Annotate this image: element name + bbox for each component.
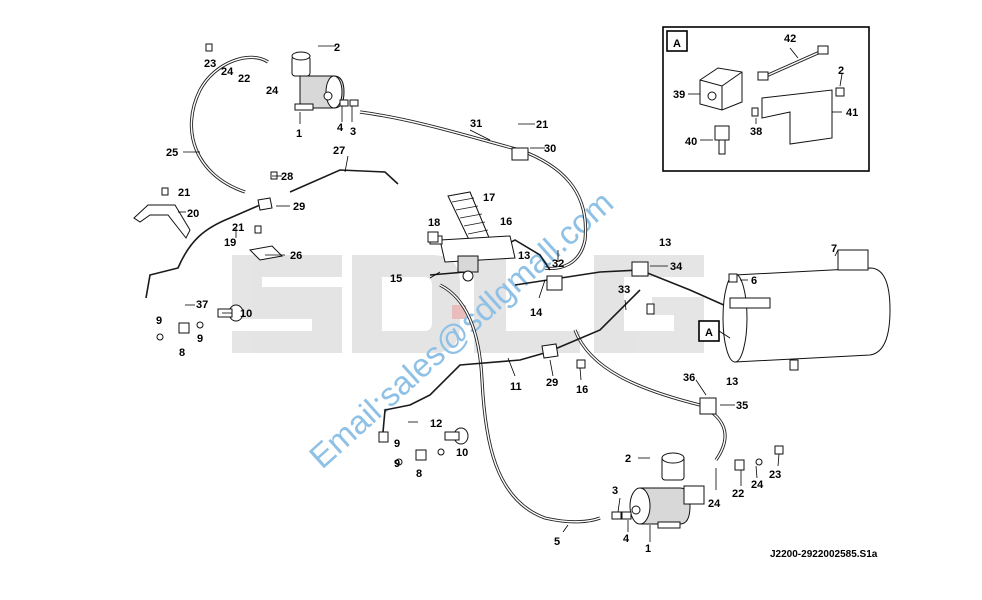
callout-number: 16 (500, 216, 512, 228)
callout-number: 21 (232, 222, 244, 234)
callout-number: 21 (178, 187, 190, 199)
air-tank (722, 249, 891, 371)
callout-number: 37 (196, 299, 208, 311)
leader-lines (178, 45, 839, 542)
callout-number: 5 (554, 536, 560, 548)
callout-number: 6 (751, 275, 757, 287)
callout-number: 3 (350, 126, 356, 138)
hose-lines (189, 55, 727, 524)
callout-number: 27 (333, 145, 345, 157)
callout-number: 8 (179, 347, 185, 359)
callout-number: 16 (576, 384, 588, 396)
callout-number: 11 (510, 381, 522, 393)
callout-number: 12 (430, 418, 442, 430)
callout-number: 18 (428, 217, 440, 229)
callout-number: 23 (769, 469, 781, 481)
callout-number: 9 (197, 333, 203, 345)
callout-number: 29 (293, 201, 305, 213)
callout-number: 19 (224, 237, 236, 249)
callout-number: 41 (846, 107, 858, 119)
callout-number: 34 (670, 261, 683, 273)
brake-chamber-bottom (611, 452, 705, 529)
callout-number: 24 (708, 498, 721, 510)
callout-number: 24 (266, 85, 279, 97)
callout-number: 21 (536, 119, 548, 131)
callout-number: 32 (552, 258, 564, 270)
callout-number: 13 (659, 237, 671, 249)
callout-number: 39 (673, 89, 685, 101)
callout-number: 26 (290, 250, 302, 262)
callout-number: 38 (750, 126, 762, 138)
callout-number: A (673, 38, 681, 50)
callout-number: 4 (337, 122, 344, 134)
callout-number: 28 (281, 171, 293, 183)
callout-number: 15 (390, 273, 402, 285)
callout-number: 9 (394, 438, 400, 450)
callout-number: 22 (238, 73, 250, 85)
callout-number: 24 (751, 479, 764, 491)
callout-number: 31 (470, 118, 482, 130)
callout-number: 8 (416, 468, 422, 480)
callout-number: 2 (625, 453, 631, 465)
fittings (133, 43, 784, 471)
callout-number: 13 (518, 250, 530, 262)
callout-labels: 1 1 2 2 3 3 4 4 5 6 7 8 8 9 9 9 9 10 10 … (156, 42, 837, 555)
callout-number: 3 (612, 485, 618, 497)
drawing-number: J2200-2922002585.S1a (770, 549, 878, 560)
callout-number: 2 (838, 65, 844, 77)
callout-number: 7 (831, 243, 837, 255)
callout-number: 36 (683, 372, 695, 384)
callout-number: 24 (221, 66, 234, 78)
callout-number: 1 (296, 128, 302, 140)
detail-view-a: A 39 40 38 42 2 41 (662, 26, 870, 172)
sdlg-watermark-logo (232, 255, 704, 353)
callout-number: 29 (546, 377, 558, 389)
callout-number: 10 (456, 447, 468, 459)
callout-number: 9 (394, 458, 400, 470)
callout-number: 2 (334, 42, 340, 54)
callout-number: 14 (530, 307, 543, 319)
callout-number: 13 (726, 376, 738, 388)
brake-chamber-top (291, 51, 359, 111)
callout-number: 23 (204, 58, 216, 70)
callout-number: 30 (544, 143, 556, 155)
callout-number: 10 (240, 308, 252, 320)
callout-number: 9 (156, 315, 162, 327)
callout-number: 35 (736, 400, 748, 412)
callout-number: 40 (685, 136, 697, 148)
callout-number: 22 (732, 488, 744, 500)
callout-number: 17 (483, 192, 495, 204)
callout-number: 25 (166, 147, 178, 159)
callout-number: 33 (618, 284, 630, 296)
callout-number: 20 (187, 208, 199, 220)
callout-number: 42 (784, 33, 796, 45)
svg-text:A: A (705, 327, 713, 339)
callout-number: 1 (645, 543, 651, 555)
callout-number: 4 (623, 533, 630, 545)
tank-view-marker: A (698, 320, 731, 342)
